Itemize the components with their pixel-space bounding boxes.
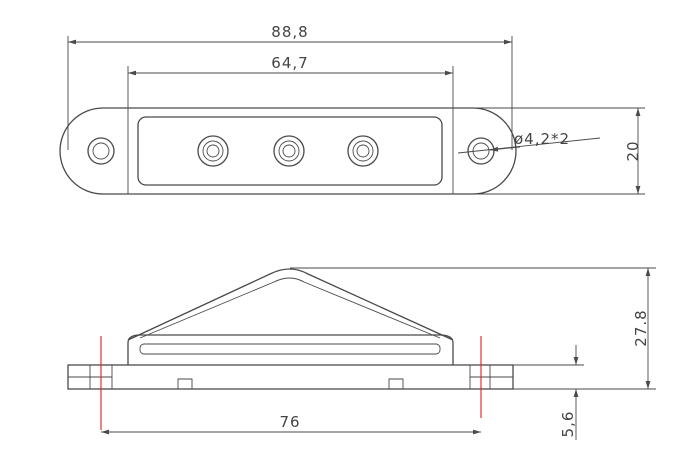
dimension-width-label: 20 [624, 140, 642, 161]
dimension-width: 20 [473, 107, 645, 195]
top-view-inner-face [137, 116, 443, 186]
dimension-height: 27.8 [290, 267, 656, 390]
dimension-base-thickness: 5,6 [513, 345, 584, 440]
lens-profile-inner [139, 277, 441, 339]
lens-profile-outer [127, 268, 454, 341]
dimension-inner-length-label: 64,7 [271, 54, 308, 72]
dimension-hole-diameter: ø4,2*2 [457, 130, 601, 154]
body-riser [127, 334, 454, 365]
base-notch-left [177, 378, 193, 389]
body-riser-inner [139, 343, 441, 355]
mounting-hole-left [87, 137, 115, 165]
base-plate [67, 364, 514, 390]
dimension-base-thickness-label: 5,6 [559, 411, 577, 438]
led-lens-2 [273, 135, 305, 167]
led-lens-3 [347, 135, 379, 167]
led-lens-1 [197, 135, 229, 167]
top-view [59, 107, 517, 195]
dimension-hole-spacing-label: 76 [279, 413, 300, 431]
dimension-hole-spacing: 76 [101, 413, 481, 435]
base-notch-right [388, 378, 404, 389]
dimension-height-label: 27.8 [632, 309, 650, 346]
dimension-hole-diameter-label: ø4,2*2 [514, 130, 570, 148]
side-view [67, 268, 514, 390]
dimension-overall-length: 88,8 [67, 23, 513, 150]
dimension-inner-length: 64,7 [127, 54, 454, 108]
dimension-overall-length-label: 88,8 [271, 23, 308, 41]
